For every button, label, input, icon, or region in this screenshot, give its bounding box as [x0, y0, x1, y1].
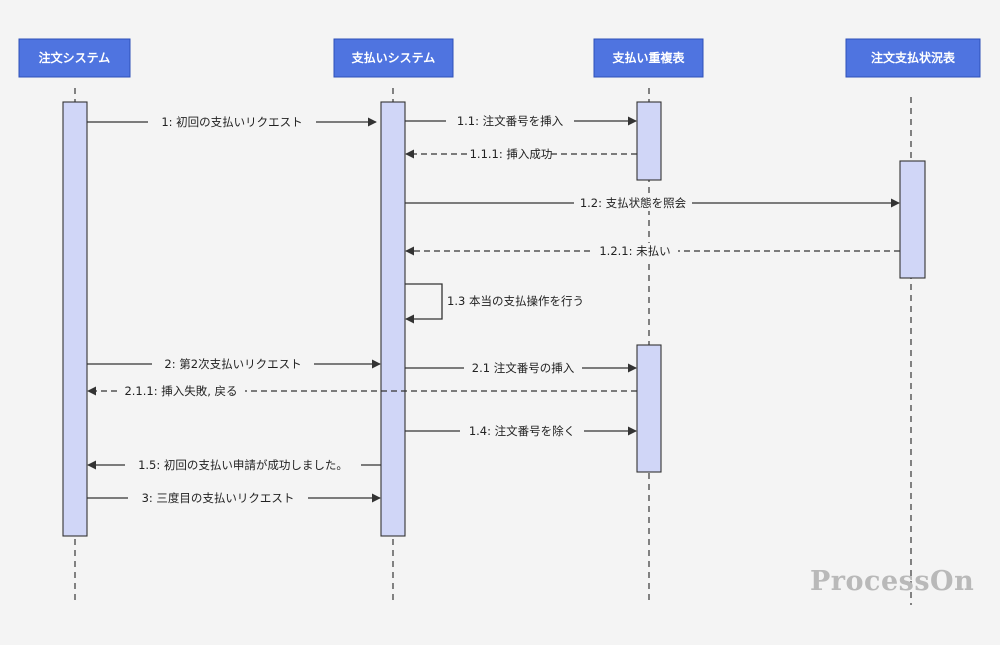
message-label: 3: 三度目の支払いリクエスト: [142, 491, 295, 505]
activation-duplicate-table-1: [636, 101, 662, 181]
message-label: 1.1: 注文番号を挿入: [457, 114, 564, 128]
actor-order-system[interactable]: 注文システム: [18, 38, 131, 78]
actor-payment-duplicate-table[interactable]: 支払い重複表: [593, 38, 704, 78]
message-1-1: 1.1: 注文番号を挿入: [405, 113, 637, 129]
activation-duplicate-table-2: [636, 344, 662, 473]
processon-watermark: ProcessOn: [810, 566, 975, 597]
message-1-4: 1.4: 注文番号を除く: [405, 423, 637, 439]
message-label: 1: 初回の支払いリクエスト: [161, 115, 302, 129]
message-1-5: 1.5: 初回の支払い申請が成功しました。: [87, 457, 381, 473]
actor-order-payment-status-table[interactable]: 注文支払状況表: [845, 38, 981, 78]
message-1: 1: 初回の支払いリクエスト: [87, 114, 377, 130]
message-label: 2.1 注文番号の挿入: [472, 361, 575, 375]
message-label: 1.2: 支払状態を照会: [580, 196, 687, 210]
message-label: 1.2.1: 未払い: [599, 244, 670, 258]
activation-payment-system: [380, 101, 406, 537]
actor-label: 支払い重複表: [611, 50, 685, 65]
activation-order-system: [62, 101, 88, 537]
actor-label: 注文支払状況表: [871, 50, 956, 65]
message-2-1-1: 2.1.1: 挿入失敗, 戻る: [87, 383, 637, 399]
message-1-2-1: 1.2.1: 未払い: [405, 243, 900, 259]
message-label: 1.5: 初回の支払い申請が成功しました。: [138, 458, 348, 472]
actor-payment-system[interactable]: 支払いシステム: [333, 38, 454, 78]
message-label: 2.1.1: 挿入失敗, 戻る: [124, 384, 237, 398]
message-label: 1.1.1: 挿入成功: [470, 147, 553, 161]
message-1-1-1: 1.1.1: 挿入成功: [405, 146, 637, 162]
message-2-1: 2.1 注文番号の挿入: [405, 360, 637, 376]
actor-label: 支払いシステム: [351, 50, 436, 65]
message-label: 1.4: 注文番号を除く: [469, 424, 575, 438]
message-2: 2: 第2次支払いリクエスト: [87, 356, 381, 372]
activation-status-table: [899, 160, 926, 279]
actor-label: 注文システム: [39, 50, 111, 65]
message-label: 1.3 本当の支払操作を行う: [447, 294, 584, 308]
message-1-2: 1.2: 支払状態を照会: [405, 195, 900, 211]
message-1-3-self-call: 1.3 本当の支払操作を行う: [405, 283, 584, 324]
message-label: 2: 第2次支払いリクエスト: [164, 357, 301, 371]
message-3: 3: 三度目の支払いリクエスト: [87, 490, 381, 506]
